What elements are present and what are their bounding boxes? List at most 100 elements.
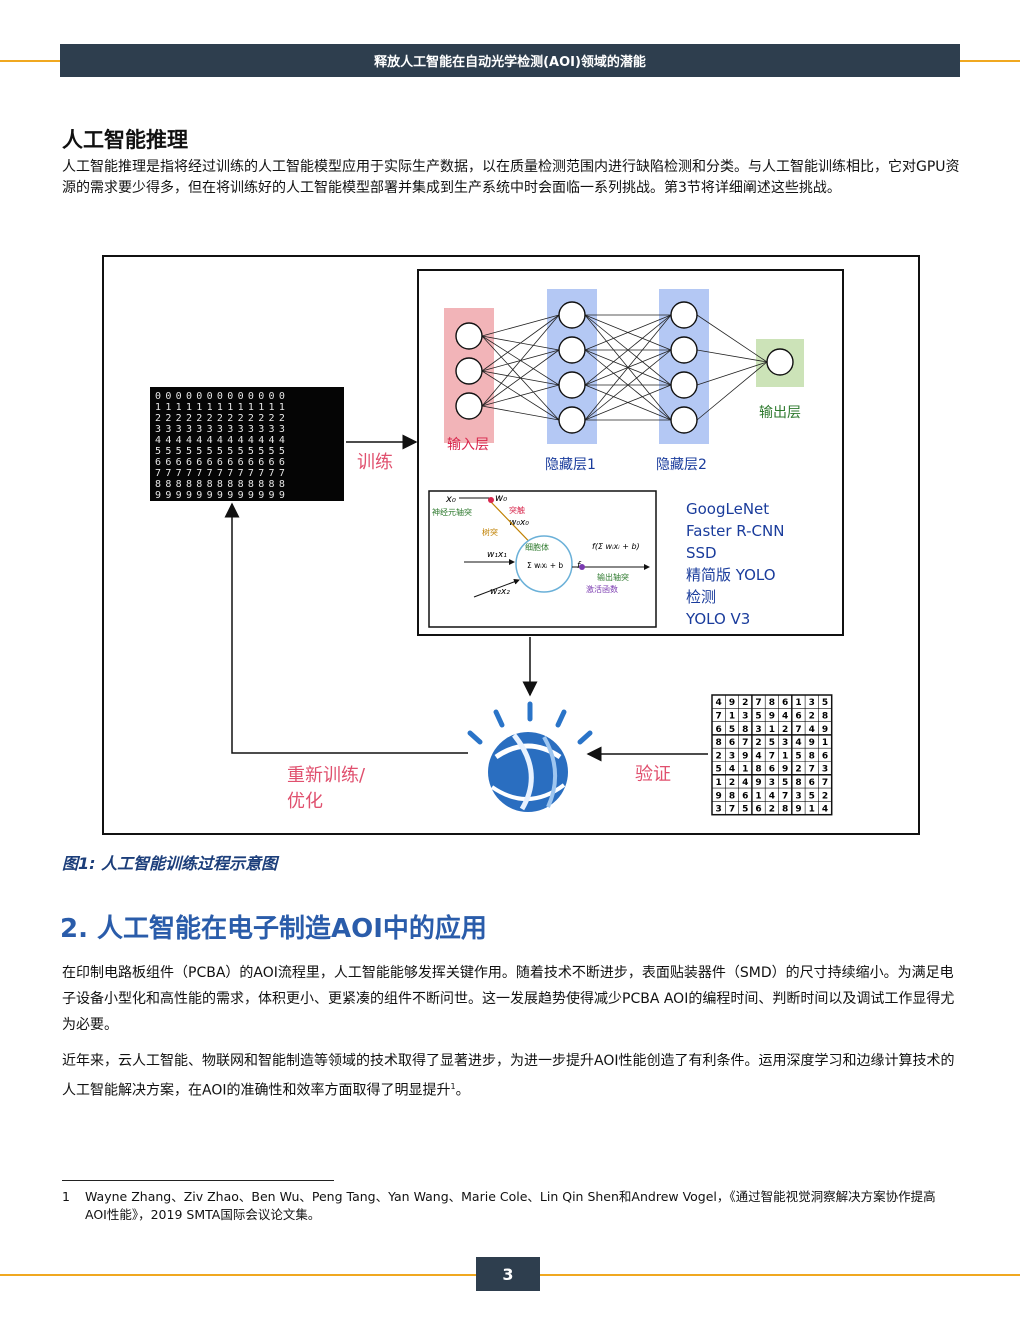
- sudoku-cell: 5: [742, 805, 748, 815]
- retrain-label-line1: 重新训练/: [287, 765, 366, 786]
- sudoku-cell: 8: [716, 738, 722, 748]
- svg-text:w₀x₀: w₀x₀: [509, 518, 529, 528]
- model-name: GoogLeNet: [686, 500, 769, 518]
- sudoku-cell: 7: [729, 805, 735, 815]
- svg-text:x₀: x₀: [445, 494, 456, 505]
- input-layer-label: 输入层: [447, 437, 489, 453]
- digit-row: 2222222222222: [155, 413, 289, 424]
- header-gold-line-left: [0, 60, 60, 62]
- sudoku-cell: 8: [769, 698, 775, 708]
- sudoku-cell: 2: [729, 778, 735, 788]
- digit-row: 6666666666666: [155, 457, 289, 468]
- network-connection: [481, 314, 560, 337]
- ai-globe-icon: [467, 701, 593, 812]
- svg-text:w₁x₁: w₁x₁: [487, 550, 507, 560]
- sudoku-cell: 8: [795, 778, 801, 788]
- footnote-ref[interactable]: 1: [450, 1082, 456, 1091]
- sudoku-cell: 5: [755, 711, 761, 721]
- sudoku-cell: 8: [809, 751, 815, 761]
- network-node: [455, 322, 483, 350]
- sudoku-cell: 6: [729, 738, 735, 748]
- hidden-layer-1-label: 隐藏层1: [545, 457, 596, 473]
- application-paragraph-2-end: 。: [455, 1082, 470, 1099]
- svg-text:树突: 树突: [482, 527, 498, 537]
- footer-gold-line-right: [540, 1274, 1020, 1276]
- sudoku-cell: 6: [822, 751, 828, 761]
- network-connection: [481, 405, 560, 421]
- sudoku-cell: 3: [742, 711, 748, 721]
- network-connection: [696, 349, 768, 363]
- model-name: 检测: [686, 588, 716, 606]
- network-connection: [696, 361, 768, 386]
- application-paragraph-2: 近年来，云人工智能、物联网和智能制造等领域的技术取得了显著进步，为进一步提升AO…: [62, 1048, 967, 1104]
- retrain-arrow: [224, 502, 468, 754]
- digit-row: 7777777777777: [155, 468, 289, 479]
- sudoku-cell: 6: [742, 791, 748, 801]
- sudoku-cell: 7: [782, 791, 788, 801]
- svg-text:细胞体: 细胞体: [525, 542, 549, 552]
- sudoku-cell: 1: [782, 751, 788, 761]
- sudoku-cell: 3: [755, 725, 761, 735]
- sudoku-cell: 9: [782, 765, 788, 775]
- sudoku-cell: 6: [755, 805, 761, 815]
- hidden-layer-2-label: 隐藏层2: [656, 457, 707, 473]
- model-name: YOLO V3: [685, 610, 750, 628]
- sudoku-cell: 1: [809, 805, 815, 815]
- figure-diagram: 0000000000000111111111111122222222222223…: [150, 269, 844, 816]
- sudoku-cell: 7: [716, 711, 722, 721]
- sudoku-cell: 3: [729, 751, 735, 761]
- network-node: [670, 336, 698, 364]
- network-connection: [696, 314, 768, 363]
- sudoku-cell: 5: [822, 698, 828, 708]
- sudoku-cell: 4: [782, 711, 788, 721]
- sudoku-cell: 5: [809, 791, 815, 801]
- svg-text:w₂x₂: w₂x₂: [490, 587, 510, 597]
- sudoku-cell: 6: [769, 765, 775, 775]
- retrain-label-line2: 优化: [287, 791, 323, 812]
- network-connection: [481, 314, 560, 407]
- sudoku-cell: 3: [795, 791, 801, 801]
- footer-gold-line-left: [0, 1274, 476, 1276]
- digit-row: 4444444444444: [155, 435, 289, 446]
- sudoku-cell: 3: [822, 765, 828, 775]
- sudoku-cell: 2: [795, 765, 801, 775]
- header-gold-line-right: [960, 60, 1020, 62]
- sudoku-cell: 4: [809, 725, 815, 735]
- sudoku-cell: 2: [716, 751, 722, 761]
- validate-label: 验证: [635, 764, 671, 785]
- footnote-divider: [62, 1180, 334, 1181]
- sudoku-cell: 1: [755, 791, 761, 801]
- sudoku-cell: 4: [795, 738, 801, 748]
- network-node: [558, 336, 586, 364]
- sudoku-cell: 7: [769, 751, 775, 761]
- sudoku-cell: 9: [755, 778, 761, 788]
- sudoku-cell: 5: [716, 765, 722, 775]
- sudoku-cell: 3: [716, 805, 722, 815]
- svg-text:w₀: w₀: [495, 493, 507, 504]
- sudoku-cell: 9: [769, 711, 775, 721]
- sudoku-cell: 1: [716, 778, 722, 788]
- network-node: [670, 371, 698, 399]
- sudoku-cell: 7: [795, 725, 801, 735]
- footnote-text: Wayne Zhang、Ziv Zhao、Ben Wu、Peng Tang、Ya…: [85, 1189, 936, 1222]
- sudoku-cell: 7: [822, 778, 828, 788]
- sudoku-cell: 2: [809, 711, 815, 721]
- svg-text:神经元轴突: 神经元轴突: [432, 507, 472, 517]
- sudoku-cell: 1: [729, 711, 735, 721]
- sudoku-cell: 1: [742, 765, 748, 775]
- sudoku-cell: 8: [755, 765, 761, 775]
- header-title: 释放人工智能在自动光学检测(AOI)领域的潜能: [374, 55, 646, 70]
- network-connection: [584, 314, 672, 421]
- page-number: 3: [476, 1257, 540, 1291]
- mnist-digit-grid: 0000000000000111111111111122222222222223…: [150, 387, 344, 501]
- inference-paragraph: 人工智能推理是指将经过训练的人工智能模型应用于实际生产数据，以在质量检测范围内进…: [62, 159, 960, 196]
- network-node: [558, 406, 586, 434]
- sudoku-cell: 1: [795, 698, 801, 708]
- sudoku-cell: 5: [782, 778, 788, 788]
- sudoku-cell: 6: [809, 778, 815, 788]
- network-connection: [584, 384, 672, 421]
- digit-row: 8888888888888: [155, 479, 289, 490]
- svg-text:输出轴突: 输出轴突: [597, 572, 629, 582]
- sudoku-cell: 9: [716, 791, 722, 801]
